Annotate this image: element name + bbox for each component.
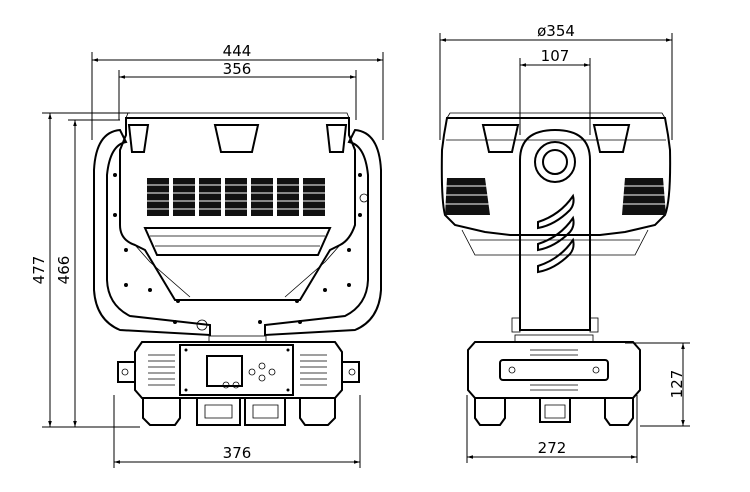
dim-front-top-outer: 444 <box>91 42 384 140</box>
control-buttons <box>222 362 276 389</box>
side-head-body <box>440 117 672 236</box>
yoke-right-arm <box>264 128 382 337</box>
front-head-body <box>119 117 356 301</box>
control-panel <box>179 344 294 396</box>
dim-side-right: 127 <box>625 342 690 427</box>
front-view: 444 356 477 466 376 <box>30 42 384 468</box>
yoke-screws <box>113 173 362 324</box>
handle-left <box>127 124 150 153</box>
arm-slots <box>537 193 575 274</box>
side-feet <box>474 398 634 426</box>
dim-front-left-outer: 477 <box>30 112 140 428</box>
tilt-lock-icon <box>196 193 369 331</box>
side-yoke-arm <box>519 128 591 331</box>
front-grill <box>147 178 325 216</box>
dim-label-356: 356 <box>223 60 252 78</box>
yoke-left-arm <box>93 128 211 337</box>
dim-front-bottom: 376 <box>113 395 361 468</box>
lcd-display <box>206 355 243 387</box>
front-feet <box>142 398 336 426</box>
dim-label-107: 107 <box>541 47 570 65</box>
handle-right <box>325 124 348 153</box>
dim-label-444: 444 <box>223 42 252 60</box>
dim-label-272: 272 <box>538 439 567 457</box>
side-base-panel <box>499 359 609 381</box>
front-base <box>134 341 343 399</box>
handle-center <box>213 124 260 153</box>
dim-label-354: ø354 <box>537 22 575 40</box>
dim-side-top-inner: 107 <box>519 47 591 135</box>
dim-front-left-inner: 466 <box>55 119 120 427</box>
dim-label-466: 466 <box>55 256 73 285</box>
dim-side-bottom: 272 <box>466 395 638 463</box>
tilt-motor-hub <box>534 141 576 183</box>
dim-label-477: 477 <box>30 256 48 285</box>
dim-side-top-outer: ø354 <box>439 22 673 140</box>
dim-front-top-inner: 356 <box>118 60 357 120</box>
dim-label-127: 127 <box>668 370 686 399</box>
side-grills <box>445 178 666 215</box>
base-vents <box>148 354 327 386</box>
side-view: ø354 107 127 272 <box>439 22 690 463</box>
dim-label-376: 376 <box>223 444 252 462</box>
front-lens-frame <box>143 227 332 256</box>
